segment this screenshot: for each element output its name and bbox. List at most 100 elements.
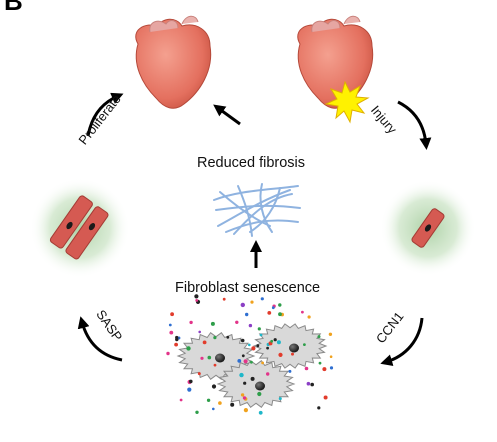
sasp-particle bbox=[329, 355, 333, 359]
sasp-particle bbox=[251, 346, 256, 351]
sasp-particle bbox=[212, 407, 215, 411]
sasp-particle bbox=[278, 303, 282, 307]
sasp-particle bbox=[166, 351, 170, 356]
sasp-particle bbox=[248, 343, 251, 347]
sasp-particle bbox=[270, 339, 274, 343]
sasp-particle bbox=[278, 352, 283, 357]
sasp-particle bbox=[241, 354, 245, 358]
fibrosis-fibers-icon bbox=[213, 183, 301, 237]
sasp-particle bbox=[226, 335, 230, 339]
sasp-particle bbox=[328, 332, 333, 336]
sasp-particle bbox=[230, 402, 235, 407]
sasp-particle bbox=[211, 384, 217, 389]
arrow-to-left-heart bbox=[213, 104, 241, 126]
sasp-particle bbox=[248, 323, 253, 328]
sasp-particle bbox=[288, 369, 292, 373]
sasp-particle bbox=[240, 393, 245, 397]
fibroblast-nucleus bbox=[289, 343, 299, 353]
sasp-particle bbox=[245, 312, 249, 317]
fibroblast-nucleus bbox=[255, 381, 265, 391]
sasp-particle bbox=[250, 360, 253, 364]
sasp-particle bbox=[256, 344, 260, 348]
label-fibroblast-senescence: Fibroblast senescence bbox=[175, 280, 321, 296]
sasp-particle bbox=[267, 311, 272, 315]
sasp-particles bbox=[166, 294, 334, 415]
sasp-particle bbox=[243, 381, 247, 385]
sasp-particle bbox=[250, 300, 254, 304]
sasp-particle bbox=[307, 315, 311, 319]
sasp-particle bbox=[303, 343, 306, 346]
fibroblast-nucleus bbox=[215, 353, 225, 363]
sasp-particle bbox=[329, 366, 334, 370]
sasp-particle bbox=[168, 323, 172, 327]
arrow-sasp bbox=[77, 316, 123, 362]
sasp-particle bbox=[273, 338, 277, 342]
sasp-particle bbox=[218, 401, 222, 405]
sasp-particle bbox=[210, 321, 215, 326]
sasp-particle bbox=[322, 367, 327, 372]
sasp-particle bbox=[242, 396, 247, 400]
sasp-particle bbox=[195, 299, 199, 302]
sasp-particle bbox=[169, 330, 174, 335]
sasp-particle bbox=[175, 335, 179, 340]
sasp-particle bbox=[222, 297, 226, 301]
sasp-particle bbox=[240, 302, 245, 308]
sasp-particle bbox=[239, 372, 244, 378]
sasp-particle bbox=[257, 391, 262, 397]
senescent-fibroblasts-icon bbox=[176, 323, 328, 409]
sasp-particle bbox=[179, 398, 183, 402]
sasp-particle bbox=[258, 410, 263, 415]
arrow-ccn1 bbox=[380, 317, 424, 367]
sasp-particle bbox=[195, 410, 199, 414]
sasp-particle bbox=[266, 346, 269, 350]
sasp-particle bbox=[198, 330, 201, 334]
sasp-particle bbox=[301, 310, 304, 314]
sasp-particle bbox=[240, 338, 245, 343]
panel-letter: B bbox=[4, 0, 23, 16]
label-reduced-fibrosis: Reduced fibrosis bbox=[197, 155, 305, 171]
sasp-particle bbox=[250, 376, 255, 381]
sasp-particle bbox=[266, 372, 270, 376]
sasp-particle bbox=[235, 320, 239, 324]
sasp-particle bbox=[243, 359, 248, 364]
heart-right-icon bbox=[297, 15, 374, 109]
sasp-particle bbox=[213, 336, 217, 340]
sasp-particle bbox=[318, 361, 322, 365]
sasp-particle bbox=[187, 387, 192, 392]
sasp-particle bbox=[276, 340, 281, 345]
arrow-proliferate bbox=[86, 92, 124, 137]
sasp-particle bbox=[186, 346, 191, 351]
sasp-particle bbox=[260, 297, 264, 301]
heart-left-icon bbox=[135, 15, 212, 109]
sasp-particle bbox=[206, 398, 211, 402]
sasp-particle bbox=[174, 342, 179, 347]
sasp-particle bbox=[257, 327, 261, 331]
sasp-particle bbox=[189, 320, 193, 325]
cardiomyocyte-cluster-left bbox=[30, 178, 130, 278]
sasp-particle bbox=[259, 333, 263, 337]
sasp-particle bbox=[213, 363, 217, 367]
sasp-particle bbox=[323, 395, 328, 400]
sasp-particle bbox=[317, 406, 321, 410]
sasp-particle bbox=[189, 379, 193, 384]
sasp-particle bbox=[170, 312, 175, 317]
sasp-particle bbox=[194, 294, 199, 299]
sasp-particle bbox=[261, 361, 264, 365]
sasp-particle bbox=[278, 397, 282, 401]
sasp-particle bbox=[271, 306, 275, 310]
arrow-injury bbox=[397, 100, 432, 150]
sasp-particle bbox=[278, 312, 282, 317]
sasp-particle bbox=[202, 340, 207, 345]
sasp-particle bbox=[237, 359, 242, 363]
sasp-particle bbox=[310, 382, 315, 387]
sasp-particle bbox=[306, 381, 311, 386]
sasp-particle bbox=[197, 372, 201, 376]
sasp-particle bbox=[200, 356, 204, 360]
cardiomyocyte-right bbox=[380, 180, 476, 276]
sasp-particle bbox=[207, 355, 212, 360]
sasp-particle bbox=[304, 366, 309, 371]
sasp-particle bbox=[291, 352, 294, 356]
sasp-particle bbox=[243, 408, 248, 413]
